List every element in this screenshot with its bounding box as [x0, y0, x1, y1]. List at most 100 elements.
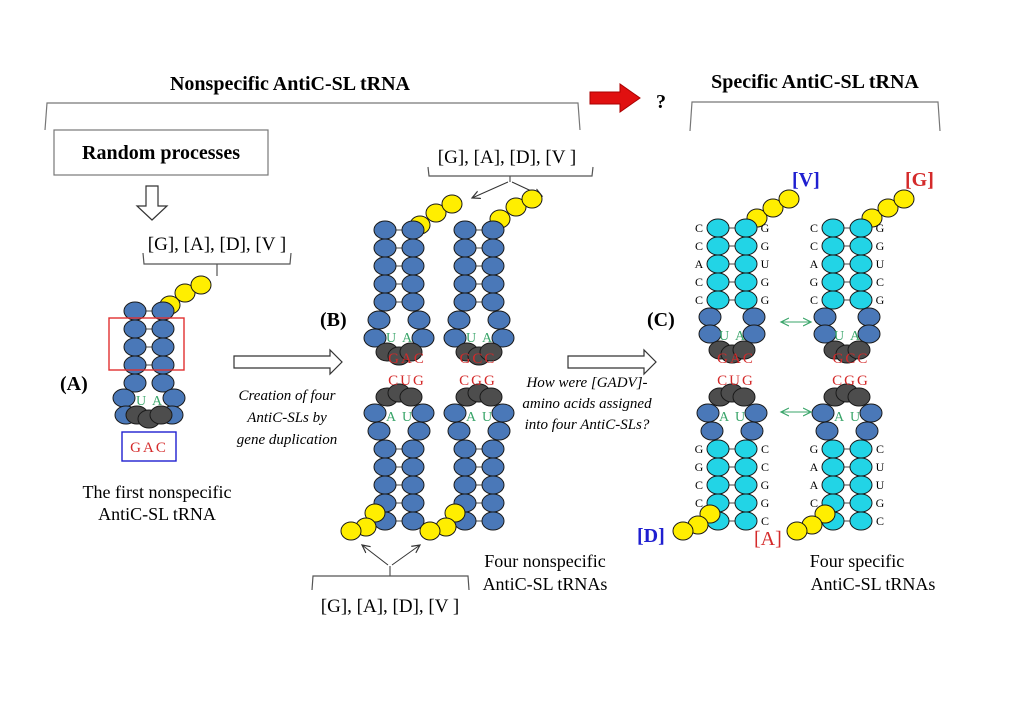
- loop-base-label: A: [735, 329, 746, 344]
- acceptor-bead: [425, 203, 447, 223]
- sequence-letter: C: [695, 496, 703, 510]
- codon-b-2: GCC: [460, 351, 497, 367]
- stem-bead: [849, 218, 873, 238]
- acceptor-bead: [340, 521, 362, 541]
- loop-base-label: A: [402, 331, 413, 346]
- step1-line2: AntiC-SLs by: [246, 410, 327, 426]
- codon-c-2: GCC: [833, 351, 870, 367]
- codon-b-3: CUG: [388, 373, 426, 389]
- aa-label-g: [G]: [905, 169, 934, 191]
- stem-bead: [401, 475, 425, 495]
- hairpins-c: UACCACCGGUGGUACCAGCGGUCGAUGGCCGCCGGCAUGA…: [672, 189, 915, 541]
- stem-bead: [734, 457, 758, 477]
- step2-line3: into four AntiC-SLs?: [525, 417, 650, 433]
- stem-bead: [706, 236, 730, 256]
- loop-bead: [491, 403, 515, 423]
- acceptor-bead: [444, 503, 466, 523]
- caption-b-line2: AntiC-SL tRNAs: [483, 574, 608, 594]
- loop-bead: [407, 310, 431, 330]
- stem-bead: [481, 493, 505, 513]
- arrow-b-bottom-left: [362, 545, 389, 566]
- loop-bead: [700, 421, 724, 441]
- loop-bead: [742, 324, 766, 344]
- stem-bead: [821, 272, 845, 292]
- stem-bead: [151, 355, 175, 375]
- sequence-letter: A: [810, 460, 819, 474]
- loop-bead: [857, 307, 881, 327]
- stem-bead: [151, 337, 175, 357]
- anticodon-bead: [479, 387, 503, 407]
- stem-bead: [734, 236, 758, 256]
- codon-c-4: CGG: [832, 373, 870, 389]
- loop-bead: [698, 307, 722, 327]
- bracket-aa-a: [142, 252, 292, 276]
- sequence-letter: U: [876, 460, 885, 474]
- sequence-letter: C: [876, 442, 884, 456]
- loop-bead: [112, 388, 136, 408]
- stem-bead: [849, 511, 873, 531]
- anticodon-bead: [847, 340, 871, 360]
- loop-bead: [742, 307, 766, 327]
- sequence-letter: C: [761, 442, 769, 456]
- stem-bead: [849, 457, 873, 477]
- stem-bead: [821, 218, 845, 238]
- bracket-aa-b-top: [427, 166, 594, 182]
- loop-bead: [487, 310, 511, 330]
- acceptor-bead: [505, 197, 527, 217]
- stem-bead: [373, 457, 397, 477]
- sequence-letter: A: [810, 478, 819, 492]
- stem-bead: [706, 254, 730, 274]
- stem-bead: [849, 236, 873, 256]
- loop-bead: [744, 403, 768, 423]
- loop-bead: [447, 421, 471, 441]
- anticodon-bead: [732, 340, 756, 360]
- stem-bead: [151, 319, 175, 339]
- loop-base-label: U: [735, 410, 745, 425]
- random-processes-box: [53, 129, 269, 176]
- stem-bead: [481, 274, 505, 294]
- stem-bead: [123, 337, 147, 357]
- loop-bead: [367, 310, 391, 330]
- stem-bead: [821, 475, 845, 495]
- stem-bead: [481, 256, 505, 276]
- loop-base-label: A: [834, 410, 845, 425]
- stem-bead: [821, 439, 845, 459]
- stem-bead: [401, 274, 425, 294]
- step2-line2: amino acids assigned: [522, 396, 652, 412]
- stem-highlight-box: [108, 317, 185, 371]
- sequence-letter: G: [810, 275, 819, 289]
- anticodon-highlight-box: [121, 431, 177, 462]
- aa-label-a: [A]: [754, 528, 782, 550]
- title-nonspecific: Nonspecific AntiC-SL tRNA: [170, 73, 411, 95]
- stem-bead: [401, 238, 425, 258]
- acceptor-bead: [419, 521, 441, 541]
- sequence-letter: C: [810, 496, 818, 510]
- loop-base-label: U: [719, 329, 729, 344]
- sequence-letter: G: [761, 478, 770, 492]
- sequence-letter: G: [761, 293, 770, 307]
- caption-c-line1: Four specific: [810, 551, 904, 571]
- anticodon-bead: [399, 387, 423, 407]
- step1-line3: gene duplication: [237, 432, 337, 448]
- stem-bead: [481, 292, 505, 312]
- stem-bead: [401, 457, 425, 477]
- panel-label-a: (A): [60, 373, 88, 395]
- codon-c-1: GAC: [717, 351, 755, 367]
- loop-bead: [855, 421, 879, 441]
- sequence-letter: C: [695, 275, 703, 289]
- aa-label-d: [D]: [637, 525, 665, 547]
- aa-set-b-bottom: [G], [A], [D], [V ]: [321, 596, 459, 617]
- sequence-letter: A: [695, 257, 704, 271]
- stem-bead: [453, 457, 477, 477]
- loop-bead: [411, 328, 435, 348]
- anticodon-bead: [732, 387, 756, 407]
- loop-bead: [363, 328, 387, 348]
- codon-b-4: CGG: [459, 373, 497, 389]
- loop-base-label: U: [402, 410, 412, 425]
- loop-base-label: U: [834, 329, 844, 344]
- bracket-specific: [689, 101, 941, 132]
- caption-b-line1: Four nonspecific: [484, 551, 605, 571]
- random-processes-label: Random processes: [82, 142, 240, 164]
